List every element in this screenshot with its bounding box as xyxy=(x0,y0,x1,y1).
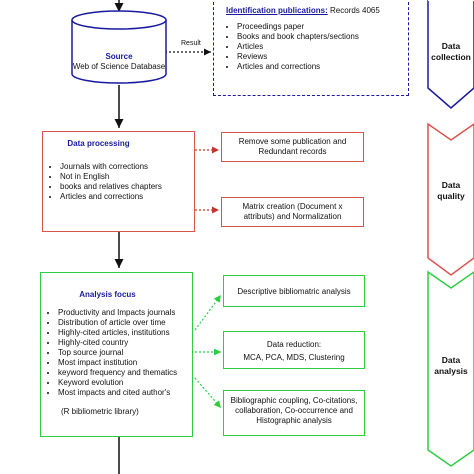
data-reduction-box: Data reduction: MCA, PCA, MDS, Clusterin… xyxy=(223,331,365,369)
list-item: Articles xyxy=(237,42,402,52)
list-item: Not in English xyxy=(60,172,188,182)
coupling-box: Bibliographic coupling, Co-citations, co… xyxy=(223,390,365,436)
stage-word: analysis xyxy=(434,366,468,376)
list-item: Highly-cited articles, institutions xyxy=(58,328,188,338)
analysis-footer: (R bibliometric library) xyxy=(61,407,139,416)
processing-box: Data processing Journals with correction… xyxy=(42,131,195,232)
stage-label-quality: Data quality xyxy=(421,180,474,202)
result-label: Result xyxy=(181,40,201,47)
identification-box: Identification publications: Records 406… xyxy=(213,0,409,96)
analysis-arrow-1 xyxy=(194,294,222,331)
stage-label-analysis: Data analysis xyxy=(421,355,474,377)
source-subtitle: Web of Science Database xyxy=(72,62,166,71)
data-reduction-body: MCA, PCA, MDS, Clustering xyxy=(243,353,345,362)
chevron-analysis xyxy=(427,270,474,467)
descriptive-analysis-box: Descriptive bibliomatric analysis xyxy=(223,275,365,307)
stage-word: Data xyxy=(441,180,461,190)
stage-word: Data xyxy=(441,355,461,365)
list-item: keyword frequency and thematics xyxy=(58,368,188,378)
analysis-box: Analysis focus Productivity and Impacts … xyxy=(40,272,193,437)
list-item: Most impact institution xyxy=(58,358,188,368)
list-item: books and relatives chapters xyxy=(60,182,188,192)
list-item: Books and book chapters/sections xyxy=(237,32,402,42)
list-item: Reviews xyxy=(237,52,402,62)
chevron-quality xyxy=(427,122,474,276)
stage-label-collection: Data collection xyxy=(421,41,474,63)
identification-list: Proceedings paper Books and book chapter… xyxy=(226,22,402,72)
list-item: Journals with corrections xyxy=(60,162,188,172)
list-item: Highly-cited country xyxy=(58,338,188,348)
analysis-title: Analysis focus xyxy=(79,290,136,299)
source-node: Source Web of Science Database xyxy=(72,52,166,72)
stage-word: quality xyxy=(437,191,465,201)
list-item: Keyword evolution xyxy=(58,378,188,388)
chevron-collection xyxy=(427,0,474,109)
list-item: Most impacts and cited author's xyxy=(58,388,188,398)
list-item: Productivity and Impacts journals xyxy=(58,308,188,318)
matrix-creation-box: Matrix creation (Document x attributs) a… xyxy=(221,197,364,227)
analysis-list: Productivity and Impacts journals Distri… xyxy=(47,308,188,398)
identification-count: Records 4065 xyxy=(330,6,380,15)
list-item: Articles and corrections xyxy=(60,192,188,202)
source-title: Source xyxy=(105,52,133,61)
database-cylinder-icon xyxy=(71,10,167,84)
list-item: Top source journal xyxy=(58,348,188,358)
remove-records-box: Remove some publication and Redundant re… xyxy=(221,132,364,162)
stage-word: collection xyxy=(431,52,471,62)
data-reduction-title: Data reduction: xyxy=(266,340,322,349)
processing-title: Data processing xyxy=(67,139,130,148)
stage-word: Data xyxy=(441,41,461,51)
list-item: Articles and corrections xyxy=(237,62,402,72)
processing-list: Journals with corrections Not in English… xyxy=(49,162,188,202)
identification-title: Identification publications: xyxy=(226,6,328,15)
analysis-arrow-3 xyxy=(194,377,222,409)
identification-header: Identification publications: Records 406… xyxy=(226,6,402,16)
list-item: Proceedings paper xyxy=(237,22,402,32)
list-item: Distribution of article over time xyxy=(58,318,188,328)
